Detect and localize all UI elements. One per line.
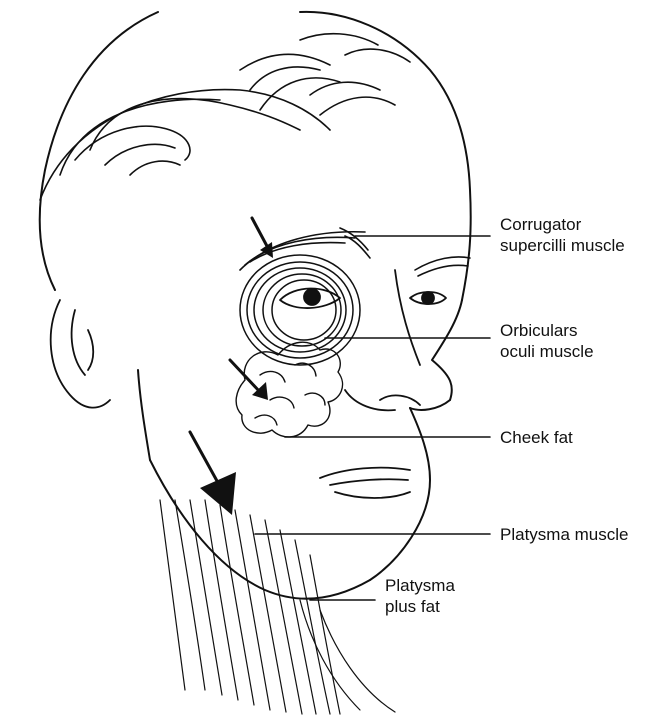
label-platysma-plus-fat: Platysma plus fat — [385, 575, 455, 617]
label-cheek-fat: Cheek fat — [500, 427, 573, 448]
arrow-cheek — [230, 360, 260, 392]
eye-left — [280, 288, 340, 308]
leader-lines — [255, 236, 490, 600]
arrow-corrugator — [252, 218, 268, 248]
label-platysma-muscle: Platysma muscle — [500, 524, 628, 545]
head-outline — [40, 12, 471, 599]
platysma-striations — [160, 500, 395, 714]
label-orbicularis-oculi: Orbiculars oculi muscle — [500, 320, 594, 362]
orbicularis-oculi-rings — [240, 255, 360, 365]
eye-right — [410, 292, 446, 304]
label-corrugator: Corrugator supercilli muscle — [500, 214, 625, 256]
mouth — [320, 468, 410, 498]
ear — [51, 300, 110, 408]
pointer-arrows — [190, 218, 273, 515]
